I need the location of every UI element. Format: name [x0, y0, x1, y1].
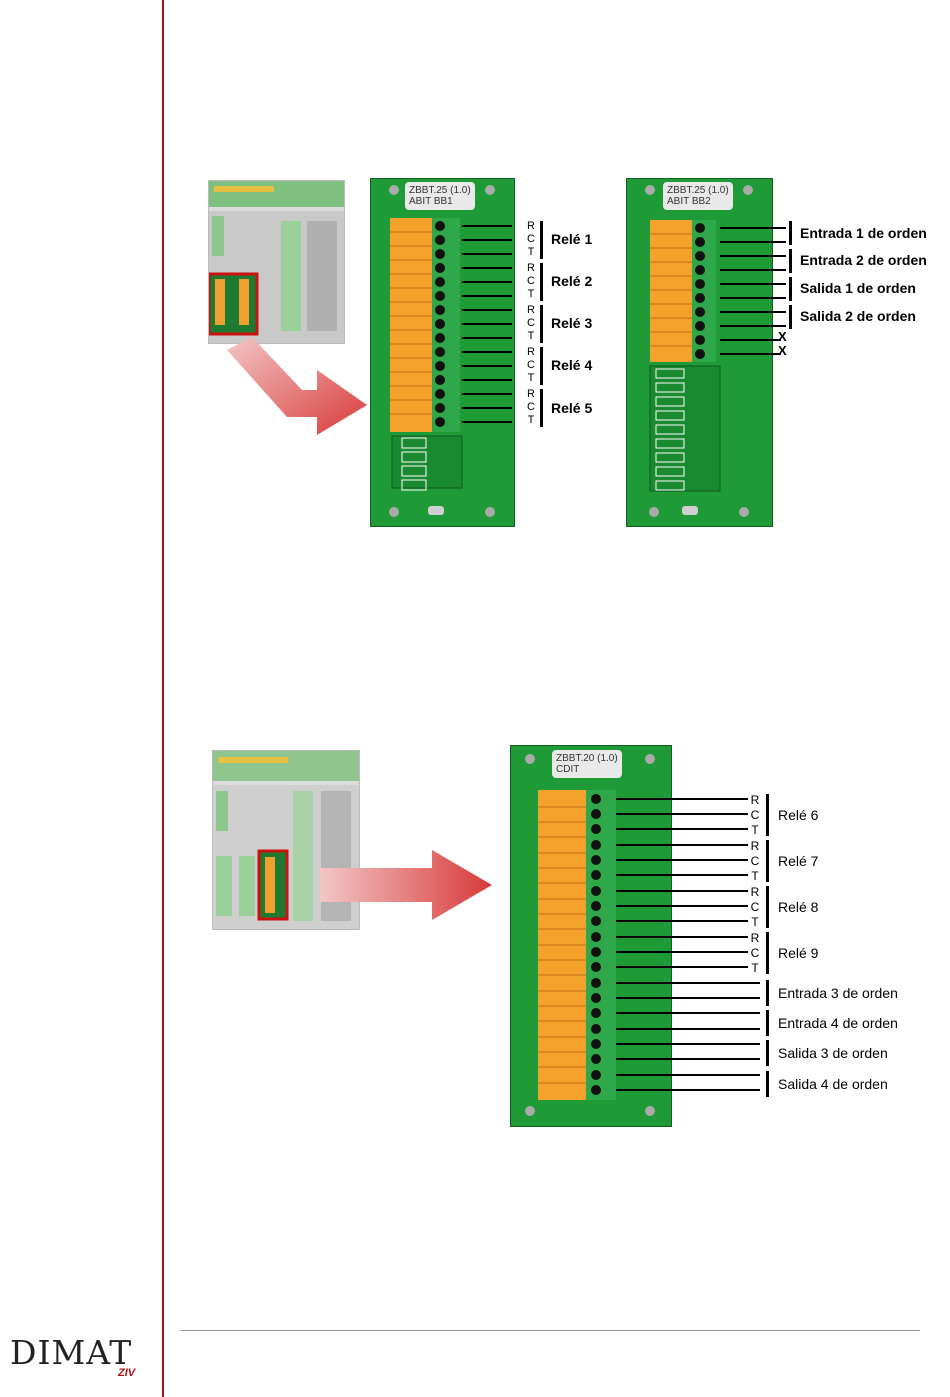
rct-t: T — [527, 330, 535, 342]
rct-c: C — [750, 854, 760, 868]
bb1-relay-label-5: Relé 5 — [551, 400, 593, 416]
rct-t: T — [527, 372, 535, 384]
cdit-bracket-5 — [766, 980, 769, 1006]
cdit-order-label-1: Entrada 3 de orden — [778, 985, 898, 1001]
bb2-bracket-1 — [789, 221, 792, 245]
bb1-relay-label-2: Relé 2 — [551, 273, 593, 289]
device-thumbnail-top — [207, 180, 345, 344]
board-bb2-terminals — [645, 185, 786, 517]
logo-text: DIMAT — [10, 1333, 133, 1372]
bb1-relay-label-4: Relé 4 — [551, 357, 593, 373]
rct-c: C — [527, 359, 535, 371]
rct-t: T — [527, 246, 535, 258]
device-thumbnail-bottom-drawing — [213, 751, 359, 929]
rct-r: R — [527, 388, 535, 400]
rct-r: R — [750, 839, 760, 853]
rct-t: T — [751, 961, 759, 975]
cdit-bracket-8 — [766, 1071, 769, 1097]
bb2-x-mark-2: X — [778, 343, 787, 358]
cdit-bracket-4 — [766, 932, 769, 974]
cdit-relay-label-9: Relé 9 — [778, 945, 819, 961]
bb1-relay-label-1: Relé 1 — [551, 231, 593, 247]
rct-t: T — [527, 288, 535, 300]
bb2-bracket-3 — [789, 277, 792, 301]
rct-r: R — [527, 346, 535, 358]
bb1-bracket-2 — [540, 263, 543, 301]
cdit-bracket-6 — [766, 1010, 769, 1036]
rct-t: T — [527, 414, 535, 426]
board-cdit-terminals — [525, 754, 760, 1116]
board-cdit-model: ZBBT.20 (1.0) — [556, 753, 618, 764]
bb2-order-label-2: Entrada 2 de orden — [800, 252, 927, 268]
dimat-logo: DIMAT ZIV — [10, 1333, 160, 1385]
cdit-bracket-2 — [766, 840, 769, 882]
rct-c: C — [527, 275, 535, 287]
cdit-order-label-3: Salida 3 de orden — [778, 1045, 888, 1061]
rct-t: T — [751, 869, 759, 883]
footer-rule — [180, 1330, 920, 1331]
cdit-bracket-1 — [766, 794, 769, 836]
rct-r: R — [750, 931, 760, 945]
cdit-bracket-7 — [766, 1040, 769, 1066]
bb1-bracket-1 — [540, 221, 543, 259]
rct-c: C — [527, 233, 535, 245]
board-bb2-label: ZBBT.25 (1.0) ABIT BB2 — [663, 182, 733, 210]
rct-c: C — [750, 946, 760, 960]
rct-r: R — [527, 262, 535, 274]
bb2-bracket-4 — [789, 305, 792, 329]
rct-r: R — [527, 304, 535, 316]
rct-c: C — [527, 317, 535, 329]
cdit-order-label-2: Entrada 4 de orden — [778, 1015, 898, 1031]
board-bb1-name: ABIT BB1 — [409, 196, 453, 207]
rct-c: C — [750, 808, 760, 822]
bb2-order-label-3: Salida 1 de orden — [800, 280, 916, 296]
cdit-bracket-3 — [766, 886, 769, 928]
pointer-arrow-top — [227, 337, 367, 435]
logo-sub: ZIV — [118, 1367, 136, 1379]
device-thumbnail-top-drawing — [207, 181, 344, 343]
board-bb1-terminals — [389, 185, 512, 517]
board-bb1-label: ZBBT.25 (1.0) ABIT BB1 — [405, 182, 475, 210]
pointer-arrow-bottom — [320, 850, 492, 920]
rct-t: T — [751, 823, 759, 837]
bb1-relay-label-3: Relé 3 — [551, 315, 593, 331]
board-bb2-model: ZBBT.25 (1.0) — [667, 185, 729, 196]
cdit-order-label-4: Salida 4 de orden — [778, 1076, 888, 1092]
bb2-order-label-1: Entrada 1 de orden — [800, 225, 927, 241]
rct-c: C — [527, 401, 535, 413]
rct-c: C — [750, 900, 760, 914]
board-cdit-label: ZBBT.20 (1.0) CDIT — [552, 750, 622, 778]
bb2-bracket-2 — [789, 249, 792, 273]
bb1-bracket-3 — [540, 305, 543, 343]
device-thumbnail-bottom — [212, 750, 360, 930]
bb1-bracket-4 — [540, 347, 543, 385]
rct-r: R — [527, 220, 535, 232]
board-bb2-name: ABIT BB2 — [667, 196, 711, 207]
board-bb1-model: ZBBT.25 (1.0) — [409, 185, 471, 196]
board-cdit-name: CDIT — [556, 764, 580, 775]
cdit-relay-label-8: Relé 8 — [778, 899, 819, 915]
rct-r: R — [750, 793, 760, 807]
bb1-bracket-5 — [540, 389, 543, 427]
margin-rule — [162, 0, 164, 1397]
rct-r: R — [750, 885, 760, 899]
cdit-relay-label-6: Relé 6 — [778, 807, 819, 823]
cdit-relay-label-7: Relé 7 — [778, 853, 819, 869]
rct-t: T — [751, 915, 759, 929]
bb2-order-label-4: Salida 2 de orden — [800, 308, 916, 324]
bb2-x-mark-1: X — [778, 329, 787, 344]
